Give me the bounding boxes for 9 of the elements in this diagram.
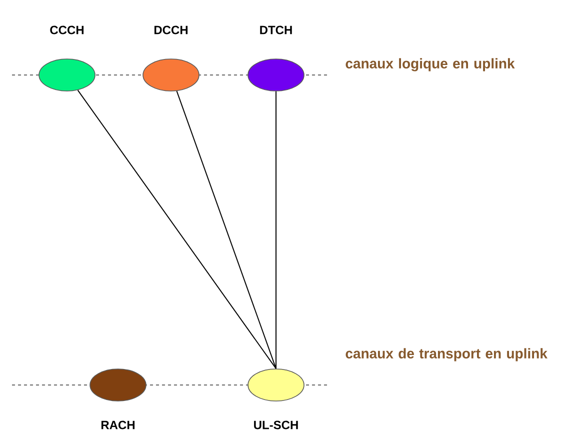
channel-name: RACH	[101, 420, 135, 430]
channel-name: CCCH	[50, 26, 84, 34]
level-label: canaux de transport en uplink	[346, 348, 548, 362]
channel-name: DTCH	[260, 26, 292, 34]
connector-line	[77, 90, 276, 370]
channel-name: UL-SCH	[254, 420, 298, 430]
level-label: canaux logique en uplink	[346, 58, 515, 72]
channel-name: DCCH	[154, 26, 188, 34]
connector-line	[176, 90, 276, 370]
